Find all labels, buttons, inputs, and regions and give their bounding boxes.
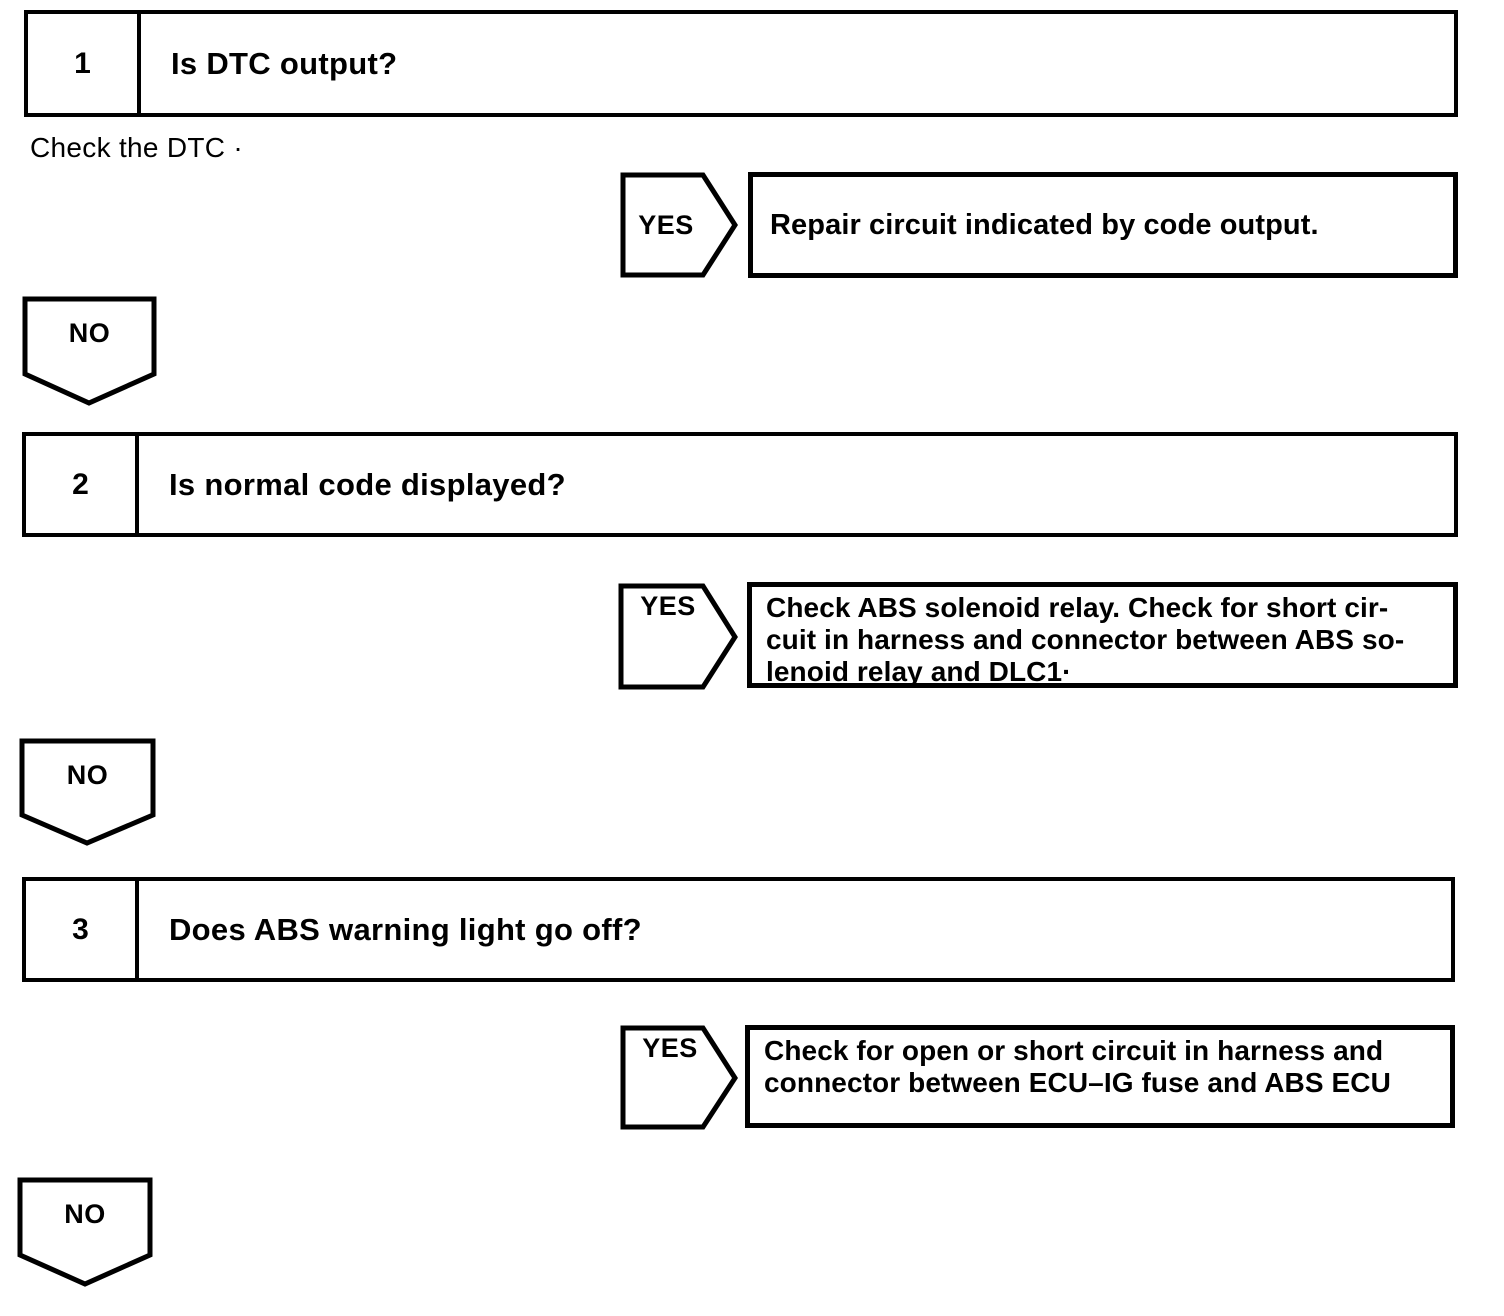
step-3-yes-label: YES [642, 1033, 698, 1063]
yes-arrow-shape-icon [618, 583, 738, 690]
step-2-question-box: 2 Is normal code displayed? [22, 432, 1458, 537]
step-1-no-label: NO [68, 318, 111, 348]
step-2-question: Is normal code displayed? [169, 466, 566, 502]
step-1-yes-result-text: Repair circuit indicated by code output. [770, 208, 1319, 241]
step-2-yes-arrow: YES [618, 583, 738, 690]
step-1-number: 1 [28, 14, 141, 113]
step-3-yes-arrow: YES [620, 1025, 738, 1130]
yes-arrow-shape-icon [620, 1025, 738, 1130]
step-2-number: 2 [26, 436, 139, 533]
step-2-yes-result-line: lenoid relay and DLC1· [766, 656, 1072, 687]
no-pentagon-shape-icon [19, 738, 156, 846]
yes-arrow-shape-icon [620, 172, 738, 278]
no-pentagon-shape-icon [17, 1177, 153, 1287]
no-pentagon-shape-icon [22, 296, 157, 406]
step-2-no-pentagon: NO [19, 738, 156, 846]
step-3-no-label: NO [64, 1199, 106, 1229]
step-2-yes-result-line: Check ABS solenoid relay. Check for shor… [766, 592, 1389, 623]
step-3-yes-result-line: Check for open or short circuit in harne… [764, 1035, 1384, 1066]
step-1-question: Is DTC output? [171, 45, 398, 81]
step-3-number: 3 [26, 881, 139, 978]
step-2-yes-result-line: cuit in harness and connector between AB… [766, 624, 1405, 655]
step-2-no-label: NO [66, 760, 109, 790]
step-3-question-box: 3 Does ABS warning light go off? [22, 877, 1455, 982]
step-1-question-box: 1 Is DTC output? [24, 10, 1458, 117]
step-3-no-pentagon: NO [17, 1177, 153, 1287]
step-1-yes-label: YES [638, 209, 694, 240]
step-1-no-pentagon: NO [22, 296, 157, 406]
step-2-yes-result-box: Check ABS solenoid relay. Check for shor… [747, 582, 1458, 688]
step-1-yes-arrow: YES [620, 172, 738, 278]
step-3-yes-result-box: Check for open or short circuit in harne… [745, 1025, 1455, 1128]
step-3-question: Does ABS warning light go off? [169, 911, 642, 947]
step-1-yes-result-box: Repair circuit indicated by code output. [748, 172, 1458, 278]
check-dtc-note: Check the DTC · [30, 132, 243, 163]
step-2-yes-label: YES [640, 591, 696, 621]
step-3-yes-result-line: connector between ECU–IG fuse and ABS EC… [764, 1067, 1391, 1098]
